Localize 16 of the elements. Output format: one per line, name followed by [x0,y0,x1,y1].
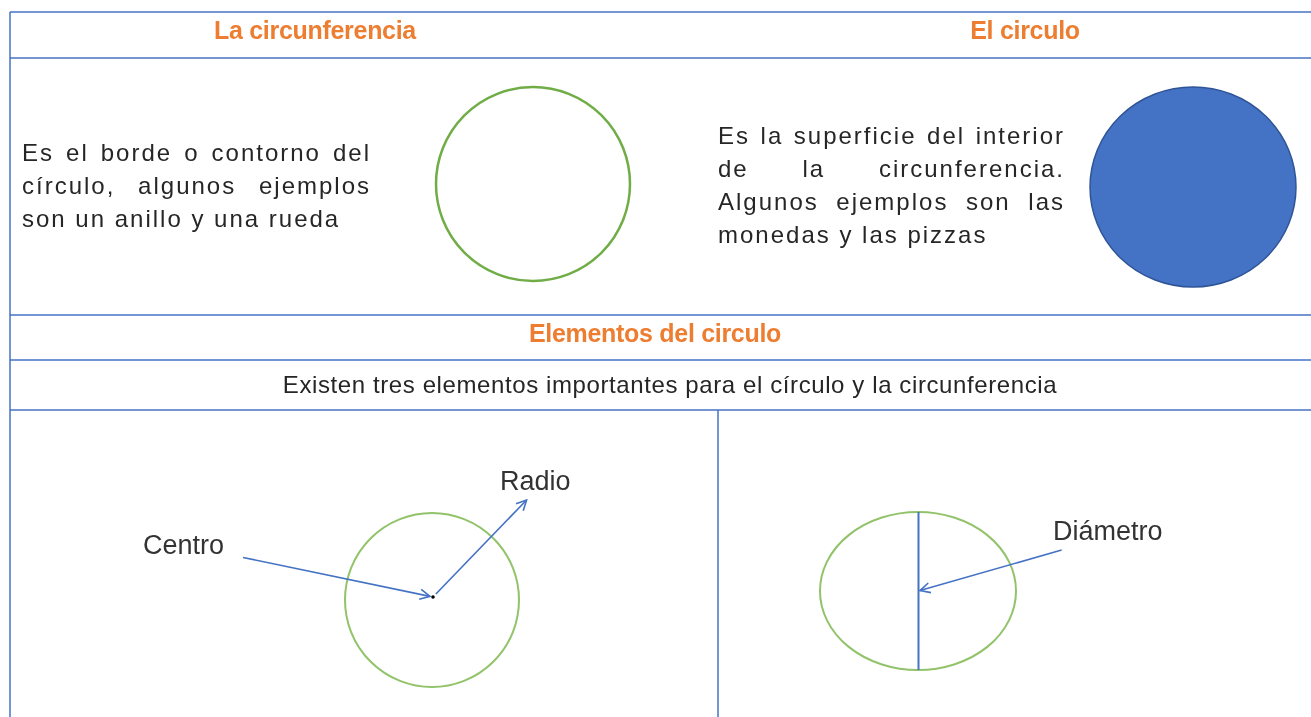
center-point [431,595,435,599]
circumference-outline [434,85,632,283]
callout-label: Diámetro [1053,516,1189,550]
arrow [919,549,1063,594]
filled-circle [1089,86,1297,288]
section-heading: Elementos del circulo [527,319,783,348]
arrow [242,556,431,601]
section-heading: La circunferencia [213,16,418,45]
description-text: Es el borde o contorno del círculo, algunos ejemplos son un anillo y una rueda [22,138,371,234]
section-heading: El circulo [969,16,1081,45]
description-text: Es la superficie del interior de la circunferencia. Algunos ejemplos son las monedas y las pizzas [718,121,1065,250]
intro-text: Existen tres elementos importantes para el círculo y la circunferencia [281,370,1059,400]
callout-label: Centro [143,530,243,564]
diameter-line [917,512,920,670]
callout-label: Radio [500,466,586,500]
arrow [435,499,528,595]
